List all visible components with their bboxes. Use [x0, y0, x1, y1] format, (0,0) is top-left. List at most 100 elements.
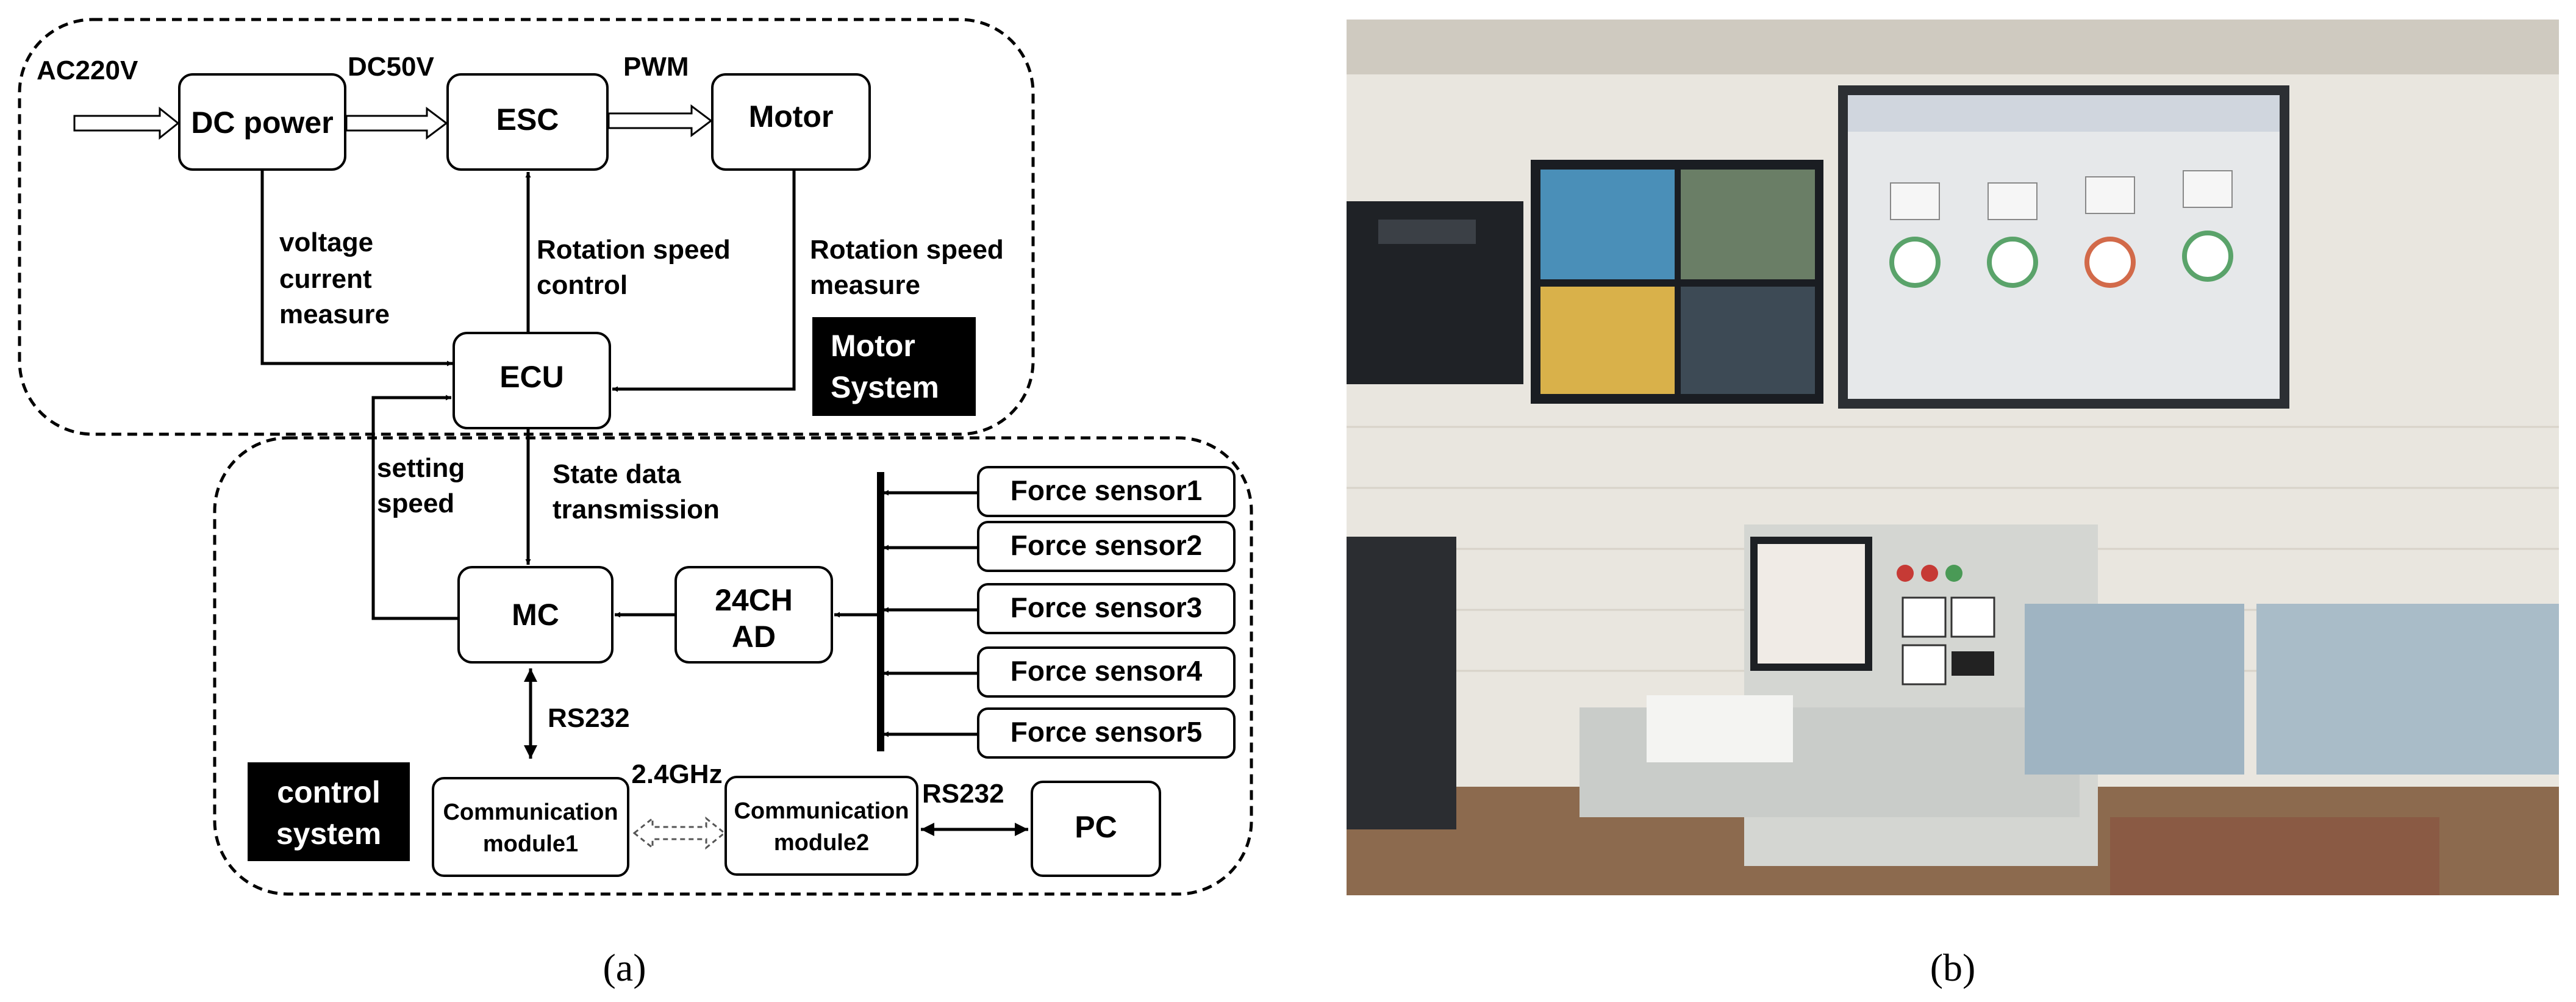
ad-label-1: 24CH — [715, 583, 793, 617]
comm-module-2-label-1: Communication — [734, 798, 909, 824]
state-data-label-2: transmission — [553, 495, 720, 524]
setting-speed-label-2: speed — [377, 488, 454, 518]
speed-measure-label-1: Rotation speed — [810, 235, 1004, 265]
ceiling-shadow — [1347, 20, 2559, 74]
force-sensor-box — [977, 466, 1236, 517]
dc-power-box — [178, 73, 346, 171]
comm-module-2-label-2: module2 — [774, 830, 869, 856]
cabinet — [1347, 537, 1456, 829]
gauge-3 — [2084, 237, 2136, 288]
wireless-link-arrow — [632, 816, 726, 850]
panel-readout — [1952, 651, 1994, 676]
force-sensor-3: Force sensor3 — [883, 583, 1236, 634]
setting-speed-label-1: setting — [377, 453, 465, 483]
force-sensor-5: Force sensor5 — [883, 707, 1236, 759]
ecu-box — [453, 332, 611, 429]
indicator-2 — [1921, 565, 1938, 582]
esc-box — [446, 73, 609, 171]
force-sensor-2: Force sensor2 — [883, 521, 1236, 572]
panel-meter-3 — [1902, 644, 1947, 685]
comm-module-1-box — [432, 777, 629, 877]
mc-box — [457, 566, 614, 664]
window-2 — [2256, 604, 2559, 775]
indicator-1 — [1897, 565, 1914, 582]
motor-box — [711, 73, 871, 171]
speed-measure-label-2: measure — [810, 270, 920, 300]
bench — [2110, 817, 2439, 895]
dc50v-label: DC50V — [348, 52, 434, 82]
panel-a: DC power ESC Motor ECU AC220V DC50V PWM … — [18, 18, 1253, 989]
voltage-measure-line — [260, 171, 453, 367]
voltage-label-2: current — [279, 264, 372, 294]
dc50v-arrow — [345, 107, 448, 140]
ac220v-label: AC220V — [37, 55, 138, 85]
documents — [1647, 695, 1793, 762]
lab-photo — [1347, 20, 2559, 895]
panel-b: (b) — [1347, 20, 2559, 989]
motor-system-group — [18, 18, 1035, 436]
screen-title-bar — [1848, 95, 2280, 132]
pc-box — [1031, 781, 1161, 877]
motor-label: Motor — [749, 99, 834, 134]
caption-b: (b) — [1930, 946, 1976, 989]
panel-meter-2 — [1950, 596, 1995, 638]
comm-module-2-box — [724, 776, 918, 876]
meter-1 — [1890, 182, 1940, 220]
force-sensor-1: Force sensor1 — [883, 466, 1236, 517]
speed-control-label-2: control — [537, 270, 628, 300]
force-sensor-label: Force sensor1 — [1011, 474, 1202, 506]
gauge-1 — [1889, 237, 1941, 288]
cctv-feed-4 — [1681, 287, 1815, 394]
state-data-label-1: State data — [553, 459, 681, 489]
rs232-pc-label: RS232 — [922, 779, 1004, 809]
control-system-title-2: system — [276, 817, 381, 851]
gauge-2 — [1987, 237, 2038, 288]
motor-system-title-1: Motor — [831, 329, 915, 363]
window-1 — [2025, 604, 2244, 775]
voltage-label-1: voltage — [279, 227, 373, 257]
meter-4 — [2183, 170, 2233, 208]
console-screen-content — [1758, 544, 1865, 664]
frequency-label: 2.4GHz — [631, 759, 722, 789]
pwm-arrow — [607, 104, 713, 137]
motor-system-title-bg — [812, 317, 976, 416]
force-sensor-label: Force sensor4 — [1011, 655, 1203, 687]
meter-2 — [1987, 182, 2038, 220]
force-sensor-box — [977, 521, 1236, 572]
ac-input-arrow — [73, 106, 180, 140]
force-sensor-box — [977, 707, 1236, 759]
control-system-title-bg — [248, 762, 410, 861]
speed-control-label-1: Rotation speed — [537, 235, 731, 265]
force-sensor-label: Force sensor2 — [1011, 529, 1202, 561]
mc-label: MC — [512, 598, 559, 632]
ad-label-2: AD — [732, 620, 776, 654]
force-sensor-box — [977, 583, 1236, 634]
motor-system-title-2: System — [831, 370, 939, 404]
speed-measure-line — [612, 171, 796, 392]
force-sensor-4: Force sensor4 — [883, 646, 1236, 698]
control-system-group — [213, 436, 1253, 896]
comm-module-1-label-1: Communication — [443, 800, 618, 825]
dc-power-label: DC power — [191, 106, 333, 140]
meter-3 — [2085, 176, 2135, 214]
esc-label: ESC — [496, 102, 559, 137]
rs232-vertical-label: RS232 — [548, 703, 630, 733]
force-sensor-box — [977, 646, 1236, 698]
pc-label: PC — [1075, 810, 1117, 844]
control-system-title-1: control — [277, 775, 380, 809]
cctv-feed-3 — [1540, 287, 1675, 394]
cctv-feed-2 — [1681, 170, 1815, 279]
force-sensor-label: Force sensor5 — [1011, 716, 1202, 748]
indicator-3 — [1945, 565, 1962, 582]
cctv-feed-1 — [1540, 170, 1675, 279]
force-sensor-label: Force sensor3 — [1011, 592, 1202, 623]
caption-a: (a) — [603, 946, 646, 989]
ecu-label: ECU — [499, 360, 564, 394]
gauge-4 — [2182, 231, 2233, 282]
pwm-label: PWM — [623, 52, 689, 82]
setting-speed-line — [371, 395, 457, 620]
comm-module-1-label-2: module1 — [483, 831, 578, 857]
voltage-label-3: measure — [279, 299, 390, 329]
left-monitor-glare — [1378, 220, 1476, 244]
